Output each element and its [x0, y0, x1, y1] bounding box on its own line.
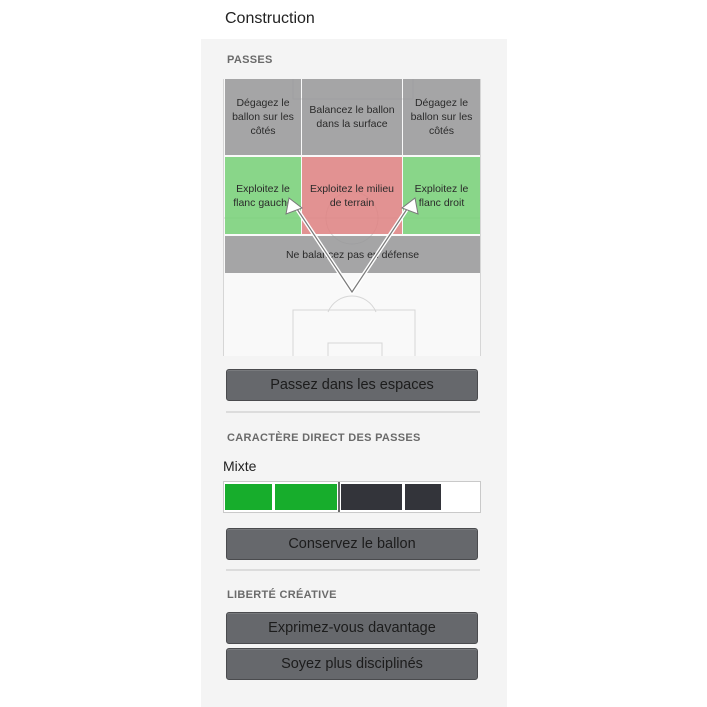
zone-label: Dégagez le ballon sur les côtés	[410, 97, 473, 137]
zone-balls-into-box[interactable]: Balancez le ballon dans la surface	[302, 79, 402, 155]
directness-segment-2	[275, 484, 337, 510]
passing-pitch: Dégagez le ballon sur les côtés Balancez…	[223, 79, 481, 356]
divider	[226, 411, 480, 413]
zone-no-long-balls-defence[interactable]: Ne balancez pas en défense	[225, 236, 480, 273]
zone-label: Ne balancez pas en défense	[285, 248, 420, 261]
directness-slider[interactable]	[223, 481, 481, 513]
zone-label: Exploitez le milieu de terrain	[309, 182, 395, 209]
retain-possession-button[interactable]: Conservez le ballon	[226, 528, 478, 560]
divider	[226, 569, 480, 571]
page-title: Construction	[225, 10, 315, 27]
directness-segment-3	[341, 484, 402, 510]
tactics-panel: PASSES Dégagez le ballon sur les côtés B…	[201, 39, 507, 707]
directness-segment-5	[444, 484, 478, 510]
directness-slider-handle[interactable]	[338, 482, 340, 512]
pass-into-space-button[interactable]: Passez dans les espaces	[226, 369, 478, 401]
passes-section-label: PASSES	[227, 54, 273, 66]
zone-label: Exploitez le flanc gauche	[233, 182, 293, 209]
zone-label: Balancez le ballon dans la surface	[309, 104, 395, 130]
directness-value-label: Mixte	[223, 458, 257, 474]
zone-exploit-right-flank[interactable]: Exploitez le flanc droit	[403, 157, 480, 234]
zone-label: Dégagez le ballon sur les côtés	[232, 97, 294, 137]
zone-label: Exploitez le flanc droit	[414, 182, 469, 209]
directness-segment-1	[225, 484, 272, 510]
creative-freedom-section-label: LIBERTÉ CRÉATIVE	[227, 589, 337, 601]
zone-clear-wide-right[interactable]: Dégagez le ballon sur les côtés	[403, 79, 480, 155]
pass-directness-section-label: CARACTÈRE DIRECT DES PASSES	[227, 432, 421, 444]
zone-exploit-middle[interactable]: Exploitez le milieu de terrain	[302, 157, 402, 234]
directness-segment-4	[405, 484, 441, 510]
be-more-disciplined-button[interactable]: Soyez plus disciplinés	[226, 648, 478, 680]
zone-clear-wide-left[interactable]: Dégagez le ballon sur les côtés	[225, 79, 301, 155]
zone-exploit-left-flank[interactable]: Exploitez le flanc gauche	[225, 157, 301, 234]
be-more-expressive-button[interactable]: Exprimez-vous davantage	[226, 612, 478, 644]
